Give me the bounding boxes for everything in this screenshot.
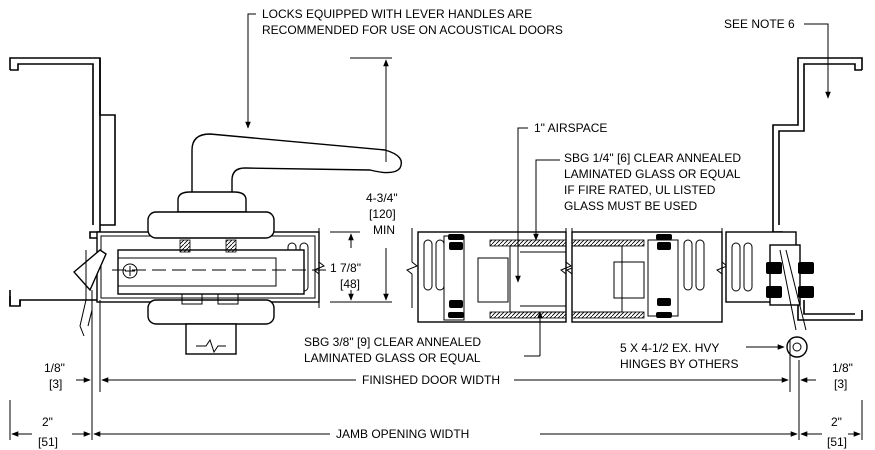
- glass-38-line1: SBG 3/8" [9] CLEAR ANNEALED: [304, 335, 481, 349]
- jamb-opening-width: JAMB OPENING WIDTH: [336, 427, 469, 441]
- gap-left-metric: [3]: [49, 377, 62, 391]
- glass-quarter-line3: IF FIRE RATED, UL LISTED: [564, 183, 716, 197]
- hinge-line1: 5 X 4-1/2 EX. HVY: [620, 341, 719, 355]
- finished-door-width: FINISHED DOOR WIDTH: [362, 373, 500, 387]
- glass-quarter-line4: GLASS MUST BE USED: [564, 199, 697, 213]
- see-note: SEE NOTE 6: [724, 17, 795, 31]
- jamb-right: 2": [831, 415, 842, 429]
- airspace-label: 1" AIRSPACE: [534, 121, 607, 135]
- gap-right-metric: [3]: [834, 377, 847, 391]
- jamb-left-metric: [51]: [38, 435, 58, 449]
- height-dim-metric: [120]: [369, 207, 396, 221]
- jamb-right-metric: [51]: [827, 435, 847, 449]
- glass-quarter-line2: LAMINATED GLASS OR EQUAL: [564, 167, 741, 181]
- hinge-line2: HINGES BY OTHERS: [620, 357, 738, 371]
- lock-body: [112, 211, 330, 355]
- glass-quarter-line1: SBG 1/4" [6] CLEAR ANNEALED: [564, 151, 741, 165]
- height-dim: 4-3/4": [366, 191, 398, 205]
- hinge-detail: [766, 244, 814, 358]
- gap-right: 1/8": [832, 361, 853, 375]
- annotations: LOCKS EQUIPPED WITH LEVER HANDLES ARE RE…: [38, 7, 853, 449]
- height-dim-qual: MIN: [373, 223, 395, 237]
- lever-handle: [177, 133, 403, 213]
- lock-screws: [179, 239, 239, 305]
- thickness-dim-metric: [48]: [340, 277, 360, 291]
- lock-note-line2: RECOMMENDED FOR USE ON ACOUSTICAL DOORS: [262, 23, 563, 37]
- thickness-dim: 1 7/8": [330, 261, 361, 275]
- dimension-lines: [9, 13, 863, 440]
- lock-note-line1: LOCKS EQUIPPED WITH LEVER HANDLES ARE: [262, 7, 532, 21]
- glass-38-line2: LAMINATED GLASS OR EQUAL: [304, 351, 481, 365]
- jamb-left: 2": [42, 415, 53, 429]
- gap-left: 1/8": [44, 361, 65, 375]
